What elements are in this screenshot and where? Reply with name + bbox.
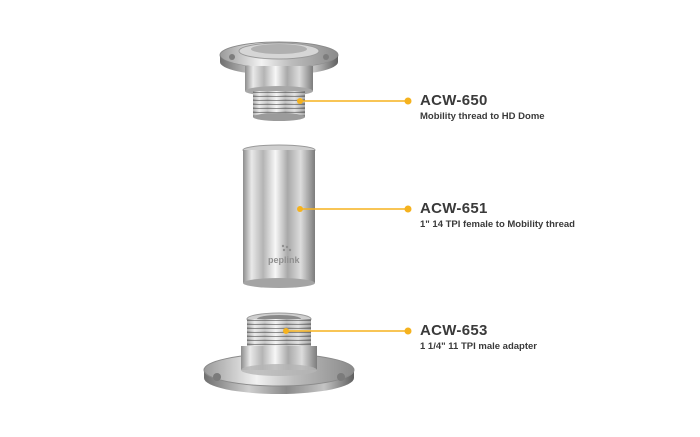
leader-line-acw-651 bbox=[297, 205, 412, 213]
callout-acw-653: ACW-653 1 1/4" 11 TPI male adapter bbox=[420, 323, 537, 353]
leader-line-acw-653 bbox=[283, 327, 412, 335]
brand-logo-text: peplink bbox=[268, 255, 300, 265]
callout-acw-651: ACW-651 1" 14 TPI female to Mobility thr… bbox=[420, 201, 575, 231]
acw-653-part-image bbox=[203, 312, 355, 394]
part-description: 1" 14 TPI female to Mobility thread bbox=[420, 219, 575, 230]
part-code: ACW-650 bbox=[420, 92, 488, 109]
part-code: ACW-653 bbox=[420, 322, 488, 339]
callout-acw-650: ACW-650 Mobility thread to HD Dome bbox=[420, 93, 545, 123]
peplink-logo-icon: peplink bbox=[268, 244, 300, 265]
acw-650-part-image bbox=[219, 41, 339, 121]
part-code: ACW-651 bbox=[420, 200, 488, 217]
part-description: Mobility thread to HD Dome bbox=[420, 111, 545, 122]
leader-line-acw-650 bbox=[297, 97, 412, 105]
acw-651-part-image: peplink bbox=[242, 144, 316, 288]
part-description: 1 1/4" 11 TPI male adapter bbox=[420, 341, 537, 352]
